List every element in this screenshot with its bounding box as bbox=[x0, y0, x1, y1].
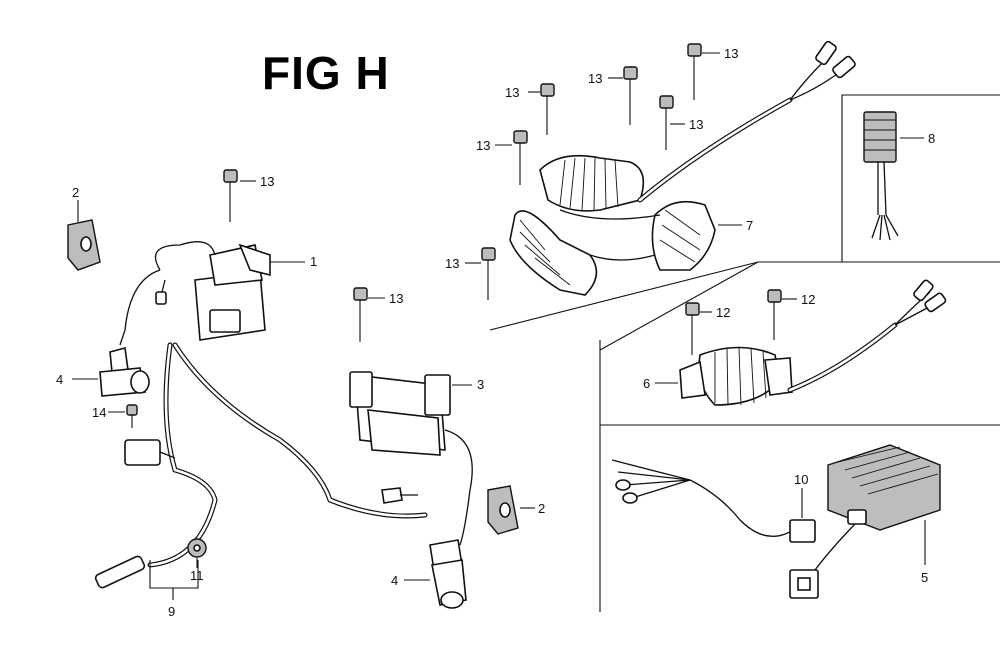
callout-4-upper: 4 bbox=[56, 372, 63, 387]
callout-8: 8 bbox=[928, 131, 935, 146]
regulator-5 bbox=[611, 444, 941, 599]
bolt-13-c bbox=[687, 43, 720, 100]
charge-coil-7 bbox=[509, 40, 856, 296]
grommet bbox=[381, 487, 418, 504]
bolt-13-b bbox=[608, 66, 638, 125]
callout-2-upper: 2 bbox=[72, 185, 79, 200]
bolt-13-h bbox=[353, 287, 385, 342]
callout-3: 3 bbox=[477, 377, 484, 392]
callout-12-b: 12 bbox=[801, 292, 815, 307]
bolt-13-d bbox=[659, 95, 685, 150]
figure-title: FIG H bbox=[262, 47, 390, 99]
callout-labels: 1 2 2 3 4 4 5 6 7 8 9 10 11 12 12 13 13 … bbox=[56, 46, 935, 619]
bolt-13-g bbox=[465, 247, 496, 300]
callout-4-lower: 4 bbox=[391, 573, 398, 588]
callout-13-a: 13 bbox=[505, 85, 519, 100]
callout-13-b: 13 bbox=[588, 71, 602, 86]
callout-13-f: 13 bbox=[260, 174, 274, 189]
section-dividers bbox=[489, 94, 1000, 612]
plug-cap-4-lower bbox=[404, 539, 467, 609]
bolt-13-e bbox=[495, 130, 528, 185]
callout-13-h: 13 bbox=[389, 291, 403, 306]
callout-13-g: 13 bbox=[445, 256, 459, 271]
plug-cap-4-upper bbox=[72, 346, 150, 397]
bolt-13-f bbox=[223, 169, 256, 222]
callout-14: 14 bbox=[92, 405, 106, 420]
callout-7: 7 bbox=[746, 218, 753, 233]
cap-2-upper bbox=[67, 200, 101, 271]
leader-9 bbox=[149, 560, 199, 600]
callout-6: 6 bbox=[643, 376, 650, 391]
bolt-12-b bbox=[767, 289, 797, 340]
bolt-12-a bbox=[685, 302, 712, 355]
cap-2-lower bbox=[487, 485, 535, 535]
callout-9: 9 bbox=[168, 604, 175, 619]
ignition-coil-3 bbox=[349, 371, 473, 546]
bolt-13-a bbox=[528, 83, 555, 135]
callout-1: 1 bbox=[310, 254, 317, 269]
callout-5: 5 bbox=[921, 570, 928, 585]
regulator-8 bbox=[863, 111, 924, 241]
callout-10: 10 bbox=[794, 472, 808, 487]
coil-6 bbox=[655, 279, 947, 406]
nut-11 bbox=[187, 538, 207, 568]
ignition-coil-1 bbox=[194, 243, 305, 341]
callout-12-a: 12 bbox=[716, 305, 730, 320]
callout-11: 11 bbox=[190, 568, 204, 583]
callout-2-lower: 2 bbox=[538, 501, 545, 516]
callout-13-e: 13 bbox=[476, 138, 490, 153]
screw-14 bbox=[108, 404, 138, 428]
callout-13-d: 13 bbox=[689, 117, 703, 132]
callout-13-c: 13 bbox=[724, 46, 738, 61]
